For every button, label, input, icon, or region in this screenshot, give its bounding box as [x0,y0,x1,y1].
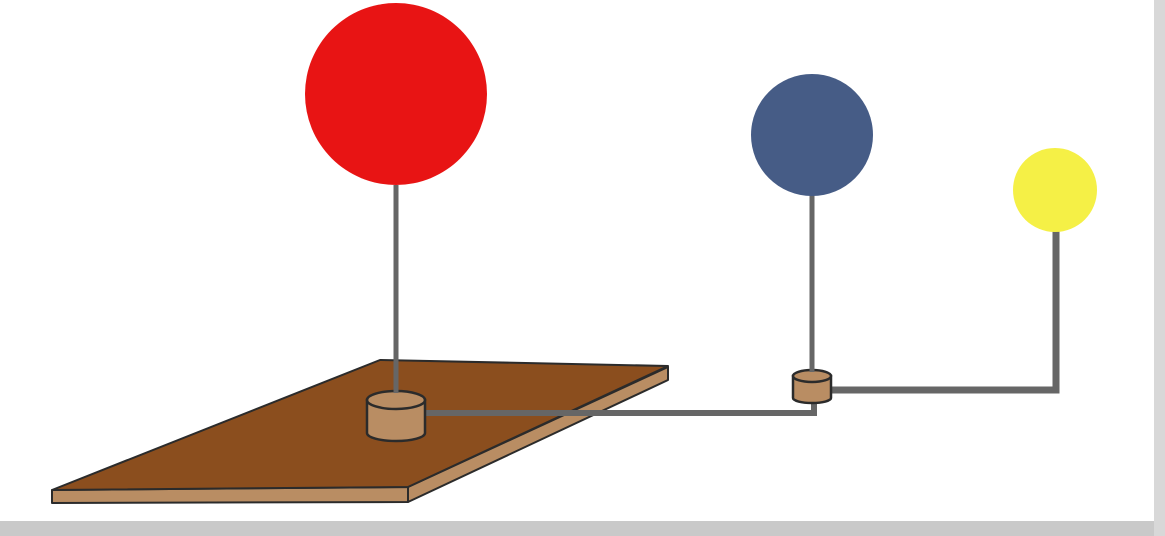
yellow-sphere [1013,148,1097,232]
wooden-board-top [51,359,669,491]
red-sphere [305,3,487,185]
right-shadow [1154,0,1165,536]
bottom-band [0,521,1165,536]
arm-rod-upper [830,228,1060,394]
small-base-cylinder [791,368,833,405]
blue-sphere [751,74,873,196]
large-base-cylinder [365,389,427,443]
